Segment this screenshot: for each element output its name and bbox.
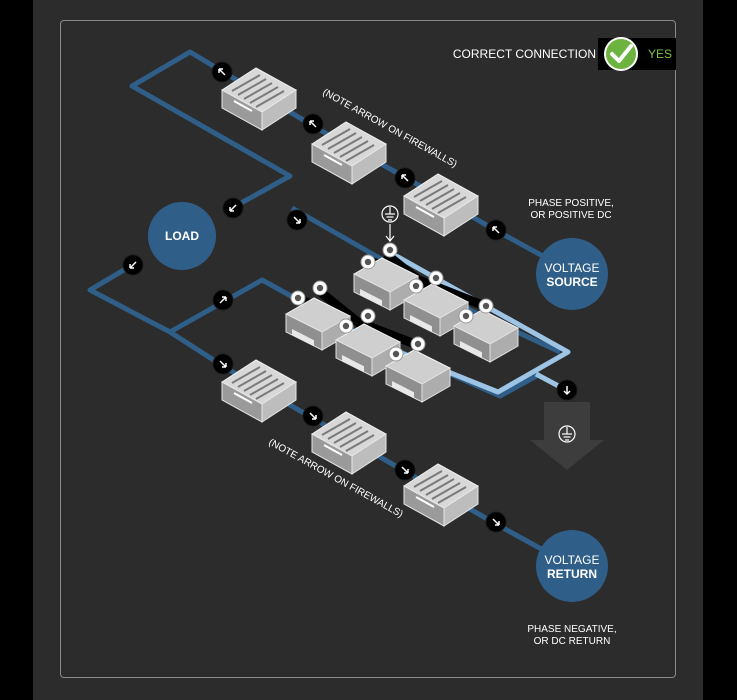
diagram-frame — [60, 20, 676, 678]
voltage-source-line1: VOLTAGE — [545, 261, 600, 275]
ground-icon — [381, 205, 399, 242]
legend-label: CORRECT CONNECTION — [453, 47, 596, 61]
protection-module-bank — [285, 257, 519, 403]
legend-status: YES — [648, 47, 672, 61]
voltage-source-line2: SOURCE — [546, 275, 597, 289]
source-note-line1: PHASE POSITIVE, — [528, 198, 614, 209]
load-node: LOAD — [148, 202, 216, 270]
voltage-return-line1: VOLTAGE — [545, 553, 600, 567]
voltage-return-node: VOLTAGE RETURN — [536, 530, 608, 602]
return-note-line1: PHASE NEGATIVE, — [527, 624, 616, 635]
check-icon — [604, 37, 638, 71]
voltage-return-line2: RETURN — [547, 567, 597, 581]
source-note-line2: OR POSITIVE DC — [530, 210, 611, 221]
voltage-source-node: VOLTAGE SOURCE — [536, 238, 608, 310]
legend: CORRECT CONNECTION YES — [453, 37, 676, 71]
return-note-line2: OR DC RETURN — [534, 636, 611, 647]
firewall-bottom-3 — [403, 463, 479, 527]
arrow-icon — [122, 61, 578, 533]
earth-ground-arrow — [530, 402, 604, 470]
load-label: LOAD — [165, 229, 199, 243]
